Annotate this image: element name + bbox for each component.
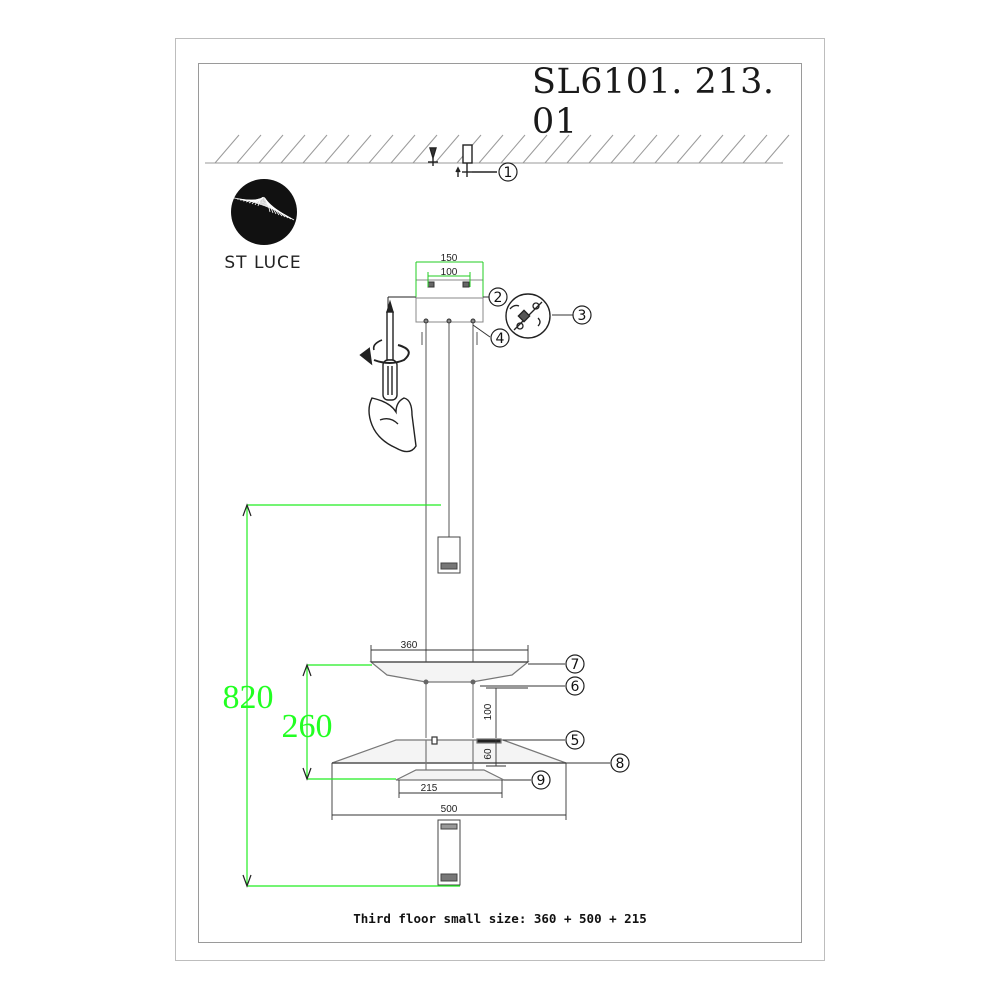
- lower-disc: [331, 736, 567, 781]
- upper-disc-cables: [423, 679, 476, 738]
- ceiling-hatch-line: [676, 134, 702, 164]
- callout-7: 7: [565, 654, 585, 674]
- dim-canopy-inner: 100: [441, 267, 458, 278]
- callout-4: 4: [490, 328, 510, 348]
- dim-bottom-disc: 500: [441, 804, 458, 815]
- ceiling-hatch-line: [632, 134, 658, 164]
- ceiling-anchor-icon: [428, 144, 497, 177]
- callout-9-label: 9: [537, 773, 546, 789]
- ceiling-hatch-line: [720, 134, 746, 164]
- canopy: [387, 279, 484, 324]
- dim-tiers-height: 260: [282, 708, 333, 745]
- dim-total-height: 820: [223, 679, 274, 716]
- dim-inner-ring: 215: [421, 783, 438, 794]
- ceiling-hatch-line: [346, 134, 372, 164]
- callout-5: 5: [565, 730, 585, 750]
- ceiling-hatch-line: [258, 134, 284, 164]
- dim-spacing-upper: 100: [483, 703, 494, 720]
- screwdriver-hand-icon: [368, 299, 417, 453]
- callout-2-label: 2: [494, 290, 503, 306]
- disc-dimension-lines: [331, 645, 567, 820]
- ceiling-hatch-line: [566, 134, 592, 164]
- ceiling-hatch-line: [522, 134, 548, 164]
- callout-5-label: 5: [571, 733, 580, 749]
- callout-3-label: 3: [578, 308, 587, 324]
- drawing-frame: [198, 63, 802, 943]
- callout-1: 1: [498, 162, 518, 182]
- callout-2: 2: [488, 287, 508, 307]
- model-code: SL6101. 213. 01: [532, 62, 775, 142]
- callout-leaders: [472, 296, 610, 781]
- dim-canopy-outer: 150: [441, 253, 458, 264]
- callout-9: 9: [531, 770, 551, 790]
- upper-disc: [369, 661, 530, 683]
- ceiling-hatch-line: [368, 134, 394, 164]
- st-luce-logo: [231, 179, 297, 245]
- ceiling-hatch-line: [742, 134, 768, 164]
- brand-name: ST LUCE: [224, 253, 302, 273]
- canopy-dimension-lines: [415, 261, 484, 297]
- ceiling-hatch-line: [478, 134, 504, 164]
- bottom-driver-box: [437, 819, 461, 886]
- size-caption: Third floor small size: 360 + 500 + 215: [353, 911, 647, 926]
- driver-box: [437, 536, 461, 574]
- rotate-arrow-icon: [359, 339, 410, 366]
- ceiling-hatch-line: [698, 134, 724, 164]
- callout-8-label: 8: [616, 756, 625, 772]
- dim-top-disc: 360: [401, 640, 418, 651]
- callout-8: 8: [610, 753, 630, 773]
- callout-6: 6: [565, 676, 585, 696]
- ceiling-hatch-line: [544, 134, 570, 164]
- ceiling-hatch-line: [588, 134, 614, 164]
- suspension-cables: [421, 322, 478, 682]
- ceiling-hatch-line: [390, 134, 416, 164]
- cable-clamp-detail-icon: [505, 293, 551, 339]
- ceiling-hatch-line: [434, 134, 460, 164]
- ceiling-hatch-line: [302, 134, 328, 164]
- overall-dimension-lines: [242, 503, 460, 888]
- ceiling: [205, 134, 790, 164]
- callout-7-label: 7: [571, 657, 580, 673]
- ceiling-hatch-line: [236, 134, 262, 164]
- callout-1-label: 1: [504, 165, 513, 181]
- ceiling-hatch-line: [500, 134, 526, 164]
- ceiling-hatch-line: [412, 134, 438, 164]
- ceiling-hatch-line: [610, 134, 636, 164]
- callout-6-label: 6: [571, 679, 580, 695]
- ceiling-hatch-line: [280, 134, 306, 164]
- ceiling-hatch-line: [654, 134, 680, 164]
- ceiling-hatch-line: [324, 134, 350, 164]
- sheet-border: [175, 38, 825, 961]
- callout-3: 3: [572, 305, 592, 325]
- ceiling-hatch-line: [764, 134, 790, 164]
- dim-spacing-lower: 60: [483, 748, 494, 760]
- ceiling-hatch-line: [214, 134, 240, 164]
- callout-4-label: 4: [496, 331, 505, 347]
- logo-swirl-line: [233, 197, 295, 221]
